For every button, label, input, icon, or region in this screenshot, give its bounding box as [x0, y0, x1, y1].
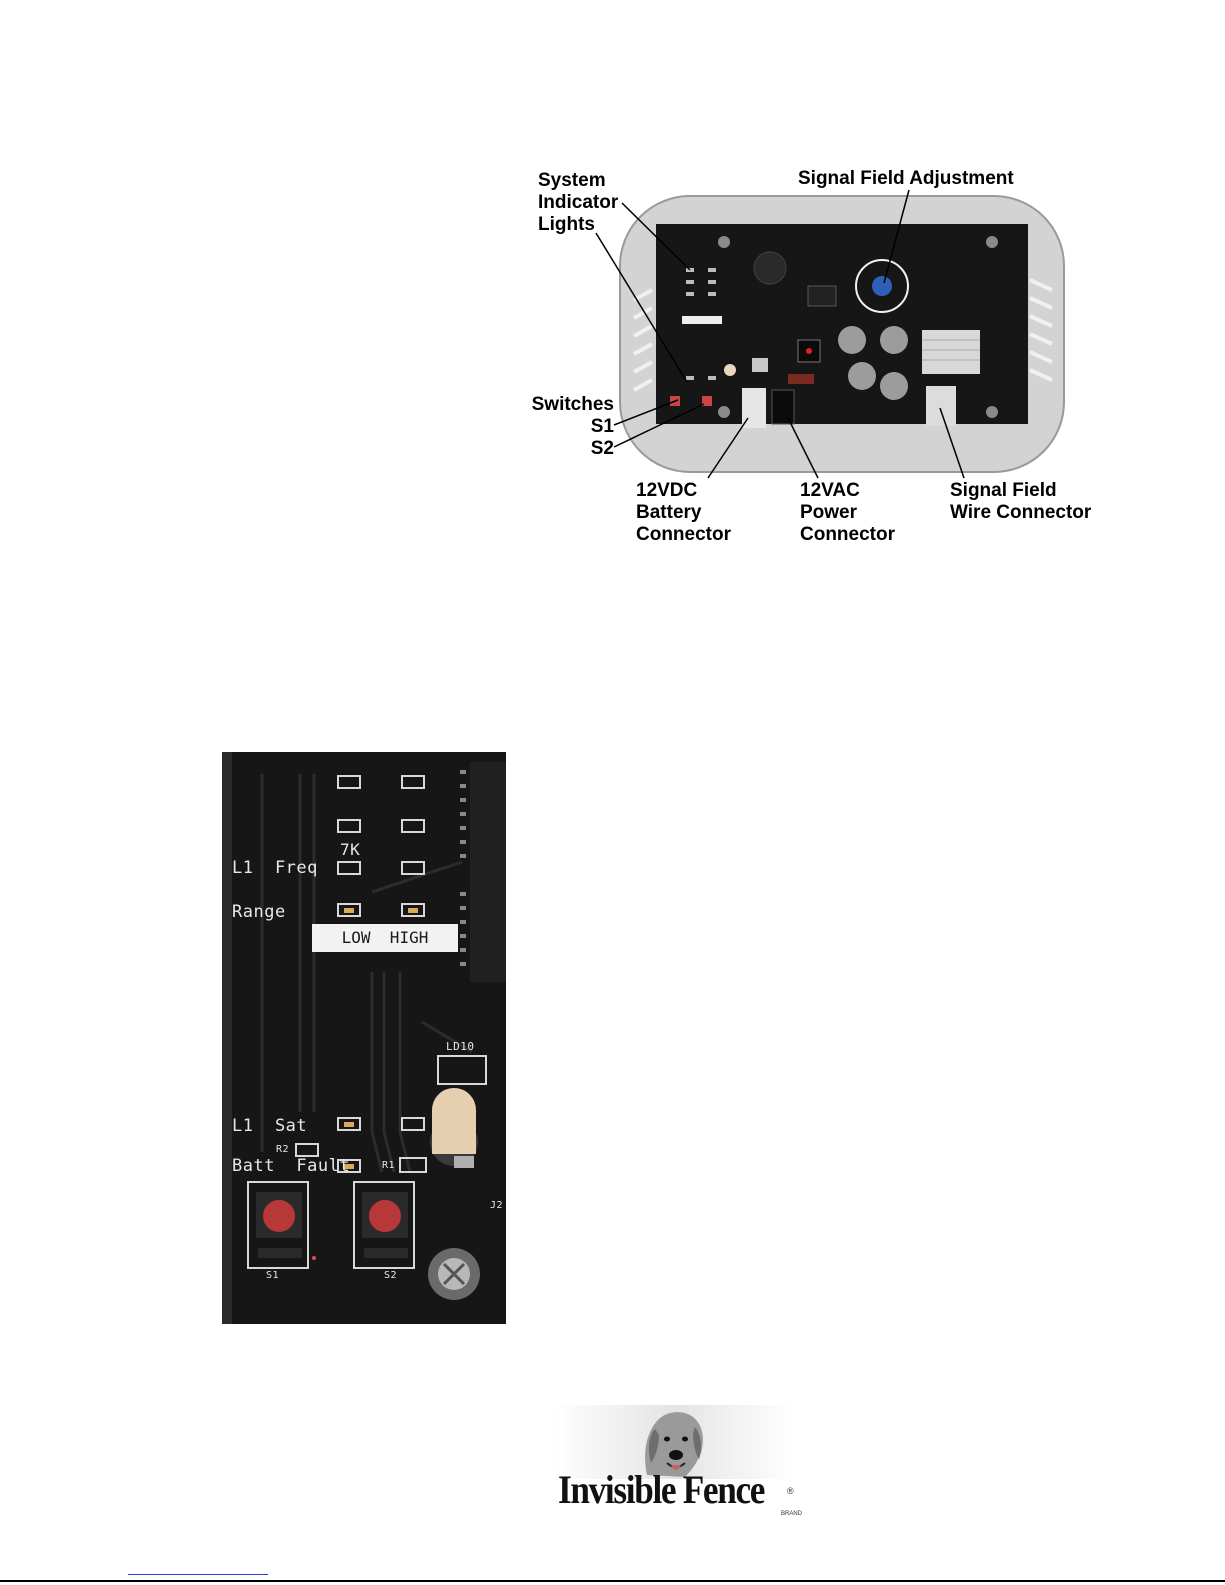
label-r1: R1	[382, 1160, 395, 1171]
closeup-traces	[222, 752, 506, 1324]
label-low-high: LOW HIGH	[312, 924, 458, 952]
callout-battery-connector: 12VDC Battery Connector	[636, 480, 731, 546]
label-l1-sat: L1 Sat	[232, 1116, 307, 1136]
label-l1-freq: L1 Freq	[232, 858, 318, 878]
logo-registered: ®	[787, 1486, 794, 1496]
logo-wordmark: Invisible Fence	[558, 1466, 764, 1513]
label-r2: R2	[276, 1144, 289, 1155]
switch-s1-button	[263, 1200, 295, 1232]
label-s1: S1	[266, 1270, 279, 1281]
ld10-pad	[438, 1056, 486, 1084]
callout-power-connector: 12VAC Power Connector	[800, 480, 895, 546]
label-batt-fault: Batt Fault	[232, 1156, 350, 1176]
indicator-closeup-photo: 7K L1 Freq Range LOW HIGH LD10 L1 Sat R2…	[222, 752, 506, 1324]
logo-brand: BRAND	[781, 1511, 802, 1517]
callout-signal-field-adjustment: Signal Field Adjustment	[798, 168, 1014, 190]
label-ld10: LD10	[446, 1040, 475, 1053]
callout-wire-connector: Signal Field Wire Connector	[950, 480, 1091, 524]
callout-system-indicator-lights: System Indicator Lights	[538, 170, 618, 236]
label-s2: S2	[384, 1270, 397, 1281]
footer-rule	[0, 1580, 1225, 1582]
footer-link-underline[interactable]	[128, 1574, 268, 1575]
switch-s2-button	[369, 1200, 401, 1232]
callout-switches: Switches S1 S2	[520, 394, 614, 460]
label-range: Range	[232, 902, 286, 922]
label-7k: 7K	[340, 840, 360, 859]
label-j2: J2	[490, 1200, 503, 1211]
